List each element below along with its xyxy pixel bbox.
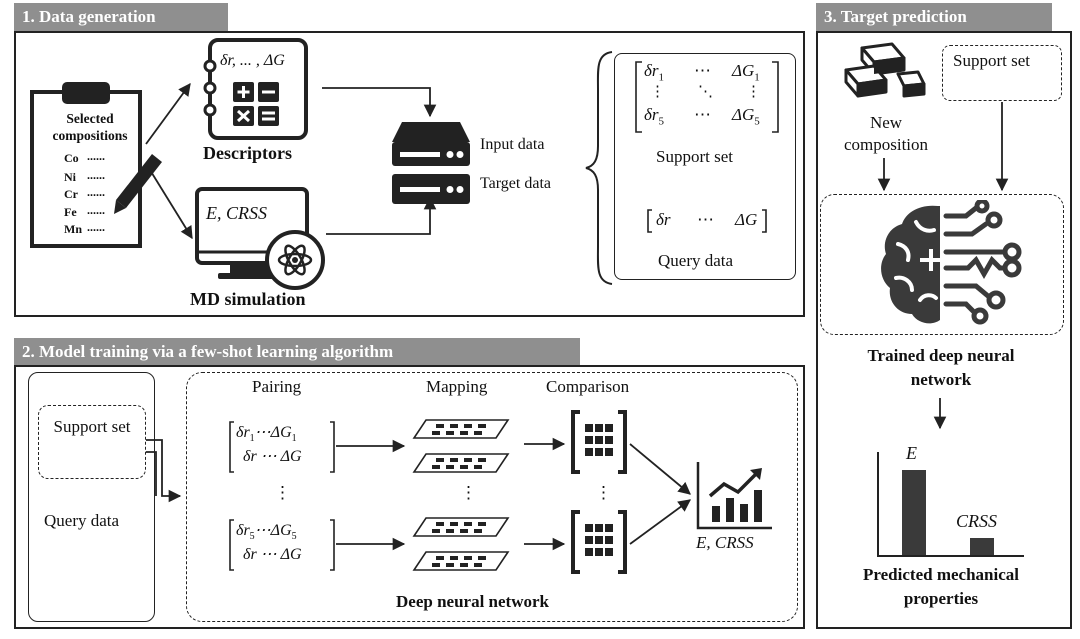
gold-bars-icon xyxy=(840,40,926,102)
dnn-dashed-box xyxy=(186,372,798,622)
query-data-label: Query data xyxy=(658,251,734,270)
matrix-r2-ddots: ⋱ xyxy=(698,84,713,100)
pair2-top: δr5⋯ΔG5 xyxy=(236,522,297,543)
target-data-label: Target data xyxy=(480,175,551,192)
panel2-box xyxy=(14,365,805,629)
support-set-dashed-box-right xyxy=(942,45,1062,101)
element-dots: ...... xyxy=(87,203,105,217)
dnn-footer-label: Deep neural network xyxy=(396,592,549,611)
md-formula: E, CRSS xyxy=(206,203,267,223)
element-ni: Ni xyxy=(64,170,76,184)
prediction-bar-chart xyxy=(876,452,1026,558)
bar-chart-trend-icon xyxy=(694,460,774,532)
support-set-label: Support set xyxy=(656,147,733,166)
matrix-r3-dr: δr5 xyxy=(644,105,665,128)
matrix-r1-cdots: ⋯ xyxy=(694,61,711,80)
matrix-r3-cdots: ⋯ xyxy=(694,105,711,124)
bar-label-e: E xyxy=(906,443,917,463)
pen-icon xyxy=(108,150,164,216)
matrix-r1-dr: δr1 xyxy=(644,61,665,84)
query-data-label-left: Query data xyxy=(44,511,120,530)
input-column-box xyxy=(28,372,155,622)
panel2-title: 2. Model training via a few-shot learnin… xyxy=(14,338,580,366)
pair1-brackets xyxy=(228,420,336,474)
comparison-matrix-icon xyxy=(570,510,628,574)
trained-dnn-label: Trained deep neural network xyxy=(867,346,1015,389)
element-dots: ...... xyxy=(87,185,105,199)
query-dg: ΔG xyxy=(735,210,758,229)
matrix-r2-vdots: ⋮ xyxy=(650,84,665,100)
output-label: E, CRSS xyxy=(696,533,754,552)
curly-brace xyxy=(584,50,614,286)
matrix-r2-vdots: ⋮ xyxy=(746,84,761,100)
bar-crss xyxy=(970,538,994,555)
element-dots: ...... xyxy=(87,220,105,234)
comparison-header: Comparison xyxy=(546,377,630,396)
query-dr: δr xyxy=(656,210,671,229)
panel3-title: 3. Target prediction xyxy=(816,3,1052,31)
element-dots: ...... xyxy=(87,168,105,182)
pairing-header: Pairing xyxy=(252,377,302,396)
matrix-r3-dg: ΔG5 xyxy=(732,105,760,128)
calculator-icon xyxy=(198,36,310,144)
element-co: Co xyxy=(64,151,79,165)
element-mn: Mn xyxy=(64,222,82,236)
trained-dnn-dashed-box xyxy=(820,194,1064,335)
support-set-label-left: Support set xyxy=(53,417,131,436)
mapping-grid-icon xyxy=(410,510,514,576)
comparison-matrix-icon xyxy=(570,410,628,474)
element-cr: Cr xyxy=(64,187,78,201)
bar-e xyxy=(902,470,926,555)
element-fe: Fe xyxy=(64,205,77,219)
monitor-icon xyxy=(194,186,336,292)
brain-circuit-icon xyxy=(876,198,1036,328)
pair2-brackets xyxy=(228,518,336,572)
descriptors-formula: δr, ... , ΔG xyxy=(220,52,285,69)
predicted-properties-label: Predicted mechanical properties xyxy=(863,565,1019,608)
query-vector-brackets xyxy=(646,208,768,234)
pair1-top: δr1⋯ΔG1 xyxy=(236,424,297,445)
descriptors-label: Descriptors xyxy=(203,143,292,163)
md-label: MD simulation xyxy=(190,289,306,309)
query-cdots: ⋯ xyxy=(697,210,714,229)
element-dots: ...... xyxy=(87,149,105,163)
mapping-header: Mapping xyxy=(426,377,488,396)
input-data-label: Input data xyxy=(480,136,545,153)
panel1-box xyxy=(14,31,805,317)
matrix-r1-dg: ΔG1 xyxy=(732,61,760,84)
new-composition-label: New composition xyxy=(843,113,929,154)
pairing-vdots: ⋮ xyxy=(274,483,291,502)
comparison-vdots: ⋮ xyxy=(595,483,612,502)
server-icon xyxy=(388,118,474,208)
panel1-title: 1. Data generation xyxy=(14,3,228,31)
mapping-grid-icon xyxy=(410,412,514,478)
clipboard-icon xyxy=(26,82,146,250)
bar-label-crss: CRSS xyxy=(956,511,998,531)
support-set-label-right: Support set xyxy=(953,51,1030,70)
panel3-box xyxy=(816,31,1072,629)
pair1-bottom: δr ⋯ ΔG xyxy=(243,448,302,465)
pair2-bottom: δr ⋯ ΔG xyxy=(243,546,302,563)
support-matrix-brackets xyxy=(634,60,780,134)
data-set-box xyxy=(614,53,796,280)
support-set-dashed-box xyxy=(38,405,146,479)
clipboard-heading: Selected compositions xyxy=(52,111,128,143)
mapping-vdots: ⋮ xyxy=(460,483,477,502)
